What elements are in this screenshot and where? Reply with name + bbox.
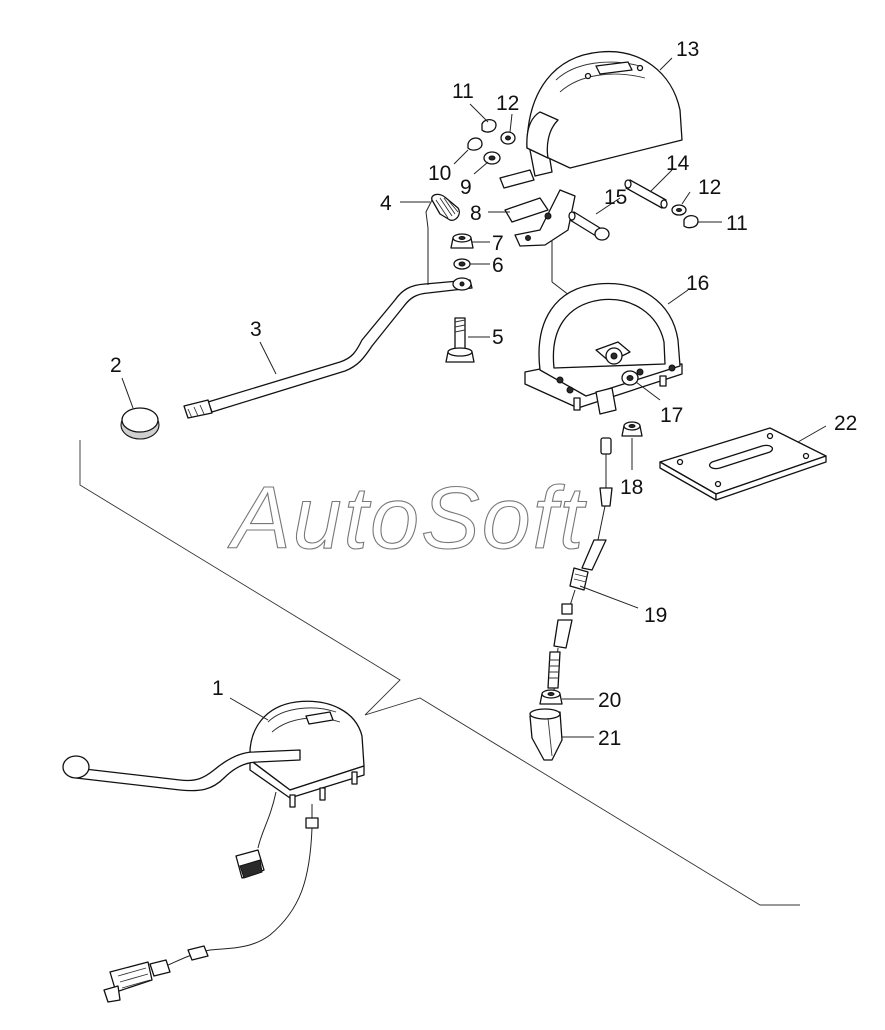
callout-8: 8 <box>470 202 482 225</box>
part-12-washer-upper <box>500 131 516 145</box>
part-7-nut <box>450 233 474 249</box>
part-18-nut <box>621 421 643 470</box>
part-14-pin <box>624 179 668 209</box>
callout-1: 1 <box>212 677 224 700</box>
part-16-housing <box>524 282 683 415</box>
part-4-spring <box>425 193 460 285</box>
callout-11-right: 11 <box>726 212 748 235</box>
part-9-washer <box>483 151 501 165</box>
callout-16: 16 <box>686 272 709 295</box>
callout-2: 2 <box>110 354 122 377</box>
callout-11-upper: 11 <box>452 80 474 103</box>
callout-12-upper: 12 <box>496 92 519 115</box>
part-19-cable <box>547 437 613 691</box>
part-11-clip-upper <box>481 118 497 133</box>
callout-6: 6 <box>492 254 504 277</box>
watermark-text: AutoSoft <box>227 468 587 567</box>
part-20-nut <box>539 689 563 705</box>
part-5-bolt <box>445 317 475 363</box>
callout-14: 14 <box>666 152 690 175</box>
part-12-washer-right <box>671 204 687 216</box>
callout-20: 20 <box>598 689 621 712</box>
part-1-control-assembly <box>62 700 365 1003</box>
callout-9: 9 <box>460 176 472 199</box>
callout-13: 13 <box>676 38 699 61</box>
callout-4: 4 <box>380 192 392 215</box>
callout-22: 22 <box>834 412 857 435</box>
section-boundary <box>79 440 800 906</box>
callout-21: 21 <box>598 727 621 750</box>
callout-labels: 1 2 3 4 5 6 7 8 9 10 11 12 13 14 15 16 1… <box>110 38 857 750</box>
callout-5: 5 <box>492 326 504 349</box>
callout-12-right: 12 <box>698 176 721 199</box>
callout-18: 18 <box>620 476 643 499</box>
part-10-clip <box>467 137 483 151</box>
leader-lines <box>121 57 827 738</box>
callout-19: 19 <box>644 604 667 627</box>
part-17-pivot <box>621 370 661 401</box>
callout-15: 15 <box>604 186 627 209</box>
part-15-bolt <box>568 211 610 241</box>
callout-17: 17 <box>660 404 683 427</box>
part-22-plate <box>659 427 827 501</box>
callout-10: 10 <box>428 162 451 185</box>
part-2-knob <box>120 407 160 440</box>
callout-7: 7 <box>492 232 504 255</box>
part-6-washer <box>453 258 471 270</box>
callout-3: 3 <box>250 318 262 341</box>
part-21-clevis <box>529 708 563 761</box>
part-11-clip-right <box>683 214 699 229</box>
part-13-cover <box>526 50 683 169</box>
part-3-shift-lever <box>183 277 473 419</box>
